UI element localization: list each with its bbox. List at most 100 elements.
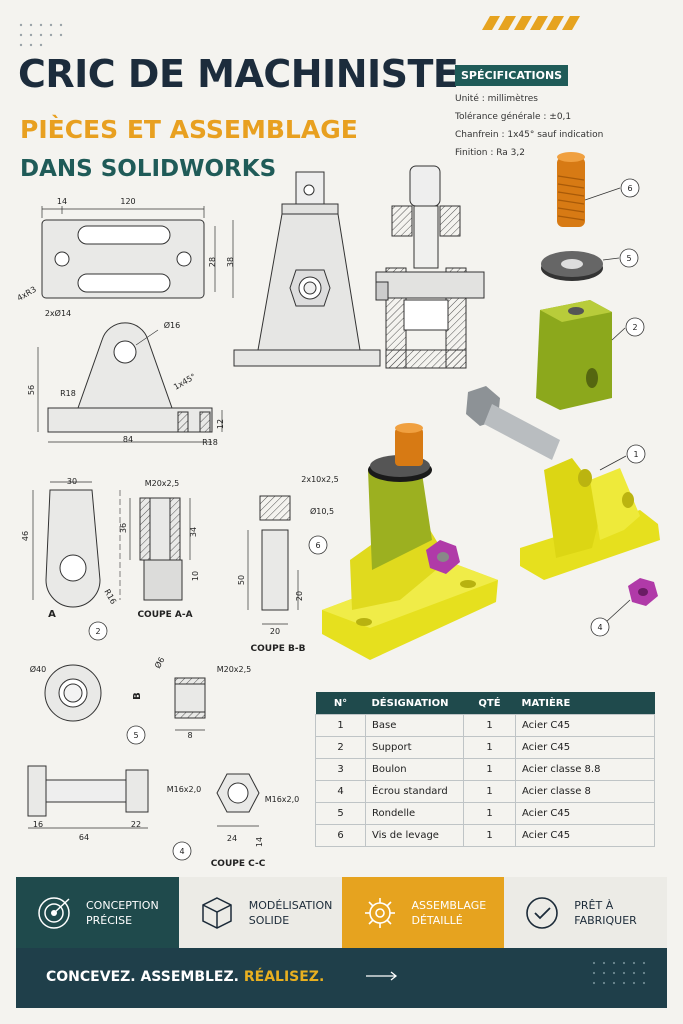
- screw-section-view: [247, 495, 299, 625]
- dim-label: 4xR3: [16, 285, 38, 303]
- table-cell: 1: [463, 736, 516, 759]
- dim-label: Ø16: [164, 320, 180, 330]
- dim-label: 24: [227, 834, 237, 843]
- column-header: N°: [315, 692, 366, 715]
- jack-assembly-3d: [322, 423, 498, 660]
- dim-label: 30: [67, 477, 77, 486]
- table-cell: Acier classe 8: [515, 780, 655, 803]
- screw-3d-part: [557, 152, 585, 227]
- column-header: QTÉ: [463, 692, 516, 715]
- footer-slogan-part1: CONCEVEZ. ASSEMBLEZ.: [46, 969, 244, 985]
- spec-line: Tolérance générale : ±0,1: [455, 112, 572, 122]
- washer-3d-part: [541, 251, 603, 281]
- dim-label: Ø40: [30, 664, 46, 674]
- specifications-heading: SPÉCIFICATIONS: [455, 65, 569, 86]
- target-icon: [38, 896, 70, 929]
- table-cell: Acier C45: [515, 802, 655, 825]
- dim-label: 20: [270, 627, 280, 636]
- table-cell: 2: [315, 736, 366, 759]
- dim-label: Ø10,5: [310, 506, 334, 516]
- balloon-label: 6: [315, 541, 320, 550]
- feature-modelisation: MODÉLISATION SOLIDE: [178, 877, 342, 948]
- table-cell: 6: [315, 824, 366, 847]
- washer-top-view: [44, 664, 102, 722]
- dim-label: 14: [57, 197, 67, 206]
- dim-label: 1x45°: [172, 372, 197, 392]
- dim-label: R16: [102, 588, 118, 606]
- feature-assemblage: ASSEMBLAGE DÉTAILLÉ: [341, 877, 505, 948]
- table-cell: 1: [463, 758, 516, 781]
- table-cell: 1: [463, 802, 516, 825]
- technical-drawing-sheet: 14 120 28 38 4xR3 2xØ14 Ø16 56 R18 1x45°…: [16, 152, 660, 869]
- dim-label: 2x10x2,5: [301, 475, 338, 484]
- feature-conception: CONCEPTION PRÉCISE: [16, 877, 179, 948]
- table-cell: Rondelle: [365, 802, 464, 825]
- dim-label: 12: [216, 419, 225, 429]
- section-a-a-view: [129, 497, 191, 601]
- base-3d-part: [520, 458, 660, 580]
- footer-banner: CONCEVEZ. ASSEMBLEZ. RÉALISEZ.: [16, 948, 667, 1008]
- table-cell: Support: [365, 736, 464, 759]
- dim-label: R18: [60, 389, 76, 398]
- dim-label: 14: [255, 837, 264, 847]
- table-cell: Acier C45: [515, 714, 655, 737]
- section-caption: COUPE C-C: [211, 859, 266, 869]
- dim-label: 16: [33, 820, 43, 829]
- spec-line: Finition : Ra 3,2: [455, 148, 525, 158]
- section-caption: COUPE B-B: [251, 644, 306, 654]
- column-header: MATIÈRE: [515, 692, 655, 715]
- table-cell: Acier C45: [515, 824, 655, 847]
- dim-label: 64: [79, 833, 89, 842]
- footer-slogan: CONCEVEZ. ASSEMBLEZ. RÉALISEZ.: [46, 969, 324, 985]
- arrow-right-icon: [366, 971, 398, 981]
- balloon-label: 4: [597, 623, 602, 632]
- column-header: DÉSIGNATION: [365, 692, 464, 715]
- base-front-view: [37, 322, 223, 443]
- balloon-label: 2: [632, 323, 637, 332]
- nut-3d-part: [628, 578, 658, 606]
- check-circle-icon: [526, 896, 559, 929]
- section-marker: A: [48, 609, 56, 620]
- table-cell: Base: [365, 714, 464, 737]
- table-header-row: N° DÉSIGNATION QTÉ MATIÈRE: [315, 692, 655, 715]
- dim-label: 56: [27, 385, 36, 395]
- support-3d-part: [536, 300, 612, 410]
- section-caption: COUPE A-A: [137, 610, 192, 620]
- specifications-panel: SPÉCIFICATIONS Unité : millimètres Tolér…: [455, 64, 658, 158]
- cube-icon: [202, 896, 232, 929]
- feature-label: PRÊT À FABRIQUER: [574, 898, 637, 927]
- balloon-label: 5: [626, 254, 631, 263]
- dim-label: 10: [191, 571, 200, 581]
- assembly-front-view: [233, 171, 381, 367]
- dot-grid-decoration: [19, 23, 63, 47]
- table-cell: Boulon: [365, 758, 464, 781]
- base-top-view: [41, 206, 234, 299]
- page-title: CRIC DE MACHINISTE: [18, 52, 459, 96]
- hazard-stripes-decoration: [482, 16, 580, 30]
- balloon-label: 5: [133, 731, 138, 740]
- dim-label: M16x2,0: [167, 785, 202, 794]
- table-cell: Acier C45: [515, 736, 655, 759]
- table-cell: 1: [463, 824, 516, 847]
- balloon-label: 1: [633, 450, 638, 459]
- dim-label: 34: [189, 527, 198, 537]
- dim-label: 2xØ14: [45, 308, 71, 318]
- table-cell: 1: [315, 714, 366, 737]
- dim-label: 84: [123, 435, 133, 444]
- dim-label: M20x2,5: [217, 665, 252, 674]
- dim-label: 22: [131, 820, 141, 829]
- dim-label: M20x2,5: [145, 479, 180, 488]
- feature-fabrication: PRÊT À FABRIQUER: [504, 877, 667, 948]
- table-cell: Acier classe 8.8: [515, 758, 655, 781]
- balloon-leaders: [88, 178, 646, 861]
- table-cell: Écrou standard: [365, 780, 464, 803]
- dim-label: R18: [202, 438, 218, 447]
- feature-strip: CONCEPTION PRÉCISE MODÉLISATION SOLIDE A…: [16, 877, 667, 948]
- dim-label: 120: [120, 197, 135, 206]
